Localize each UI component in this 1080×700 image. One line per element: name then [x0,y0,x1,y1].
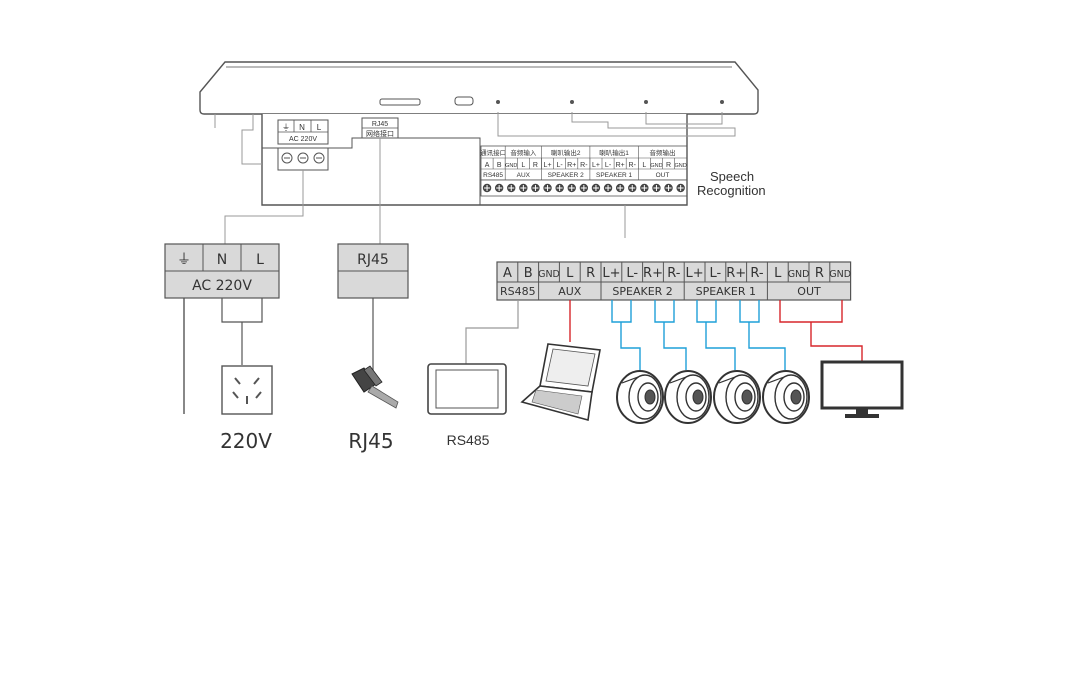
speaker-icon [616,370,664,424]
device-power-pin: ⏚ [282,123,290,132]
terminal-group-label: SPEAKER 1 [696,285,756,298]
speech-label-line2: Recognition [697,183,766,198]
speaker-icon [664,370,712,424]
rj45-plug-icon [351,365,399,409]
device-rj45-label: RJ45 [372,121,388,128]
device-power-terminal: ⏚ N L AC 220V [277,119,329,171]
speech-label-line1: Speech [710,169,754,184]
device-terminal-pin: R+ [616,162,625,169]
slot-icon [379,98,421,106]
device-power-pin: L [317,123,322,132]
terminal-pin-label: L [774,266,782,281]
device-terminal-header: 喇叭输出1 [599,148,629,157]
device-terminal-group: OUT [656,172,670,179]
rs485-panel-icon [427,363,507,415]
device-terminal-pin: L- [605,162,612,169]
device-rj45-sub: 网络接口 [366,129,394,138]
device-terminal-group: SPEAKER 2 [548,172,585,179]
out-wires [779,300,863,362]
device-terminal-group: AUX [517,172,531,179]
terminal-pin-label: R [815,266,824,281]
mic-hole-icon [644,100,648,104]
mic-hole-icon [496,100,500,104]
terminal-pin-label: B [524,266,533,281]
terminal-pin-label: L- [710,266,722,281]
terminal-pin-label: L+ [602,266,620,281]
power-caption: 220V [220,429,272,453]
terminal-group-label: SPEAKER 2 [612,285,672,298]
device-terminal-group: SPEAKER 1 [596,172,633,179]
terminal-strip-body [496,261,852,301]
device-terminal-pin: L+ [544,162,552,169]
ground-symbol-icon: ⏚ [177,252,191,268]
terminal-pin-label: L- [626,266,638,281]
power-terminal-block: ⏚ N L AC 220V [164,243,280,414]
terminal-pin-label: GND [788,269,810,280]
device-rj45-port: RJ45 网络接口 [361,117,399,139]
device-terminal-pin: L [521,162,525,169]
terminal-pin-label: L+ [686,266,704,281]
rj45-block-label: RJ45 [357,252,389,268]
speakers [616,370,810,424]
rj45-caption: RJ45 [348,429,393,453]
device-terminal-group: RS485 [483,172,503,179]
terminal-pin-label: R+ [726,266,746,281]
mic-hole-icon [720,100,724,104]
device-terminal-pin: GND [675,163,687,169]
terminal-pin-label: R- [667,266,681,281]
device-power-voltage: AC 220V [289,136,317,143]
device-terminal-pin: L- [557,162,564,169]
port-icon [454,96,474,106]
device-terminal-pin: L+ [592,162,600,169]
speaker-icon [762,370,810,424]
device-terminal-pin: GND [650,163,662,169]
power-pin-l: L [256,252,264,268]
device-terminal-pin: L [642,162,646,169]
device-terminal-pin: R [533,162,538,169]
device-terminal-header: 音频输出 [650,148,676,157]
terminal-pin-label: GND [538,269,560,280]
monitor-icon [820,360,904,418]
device-terminal-pin: R+ [567,162,576,169]
mic-hole-icon [570,100,574,104]
device-terminal-pin: R [666,162,671,169]
terminal-pin-label: R+ [643,266,663,281]
rj45-terminal-block: RJ45 [337,243,409,372]
terminal-pin-label: L [566,266,574,281]
terminal-pin-label: A [503,266,512,281]
device-terminal-header: 音频输入 [510,148,537,157]
power-pin-n: N [217,252,227,268]
device-terminal-header: 喇叭输出2 [551,148,581,157]
device-terminal-pin: B [497,162,502,169]
device-terminal-pin: GND [505,163,517,169]
device-terminal-pin: A [485,162,490,169]
terminal-group-label: AUX [558,285,582,298]
terminal-pin-label: GND [829,269,851,280]
power-voltage-label: AC 220V [192,278,252,294]
terminal-group-label: RS485 [500,285,536,298]
speaker-wires [611,300,786,370]
device-terminal-pin: R- [629,162,637,169]
speaker-icon [713,370,761,424]
rs485-caption: RS485 [447,432,490,448]
terminal-group-label: OUT [797,285,821,298]
laptop-icon [520,343,601,422]
device-terminal-pin: R- [580,162,588,169]
device-power-pin: N [299,123,305,132]
terminal-pin-label: R [586,266,595,281]
terminal-pin-label: R- [750,266,764,281]
power-outlet-icon [221,365,273,415]
device-terminal-header: 通讯接口 [480,148,506,157]
